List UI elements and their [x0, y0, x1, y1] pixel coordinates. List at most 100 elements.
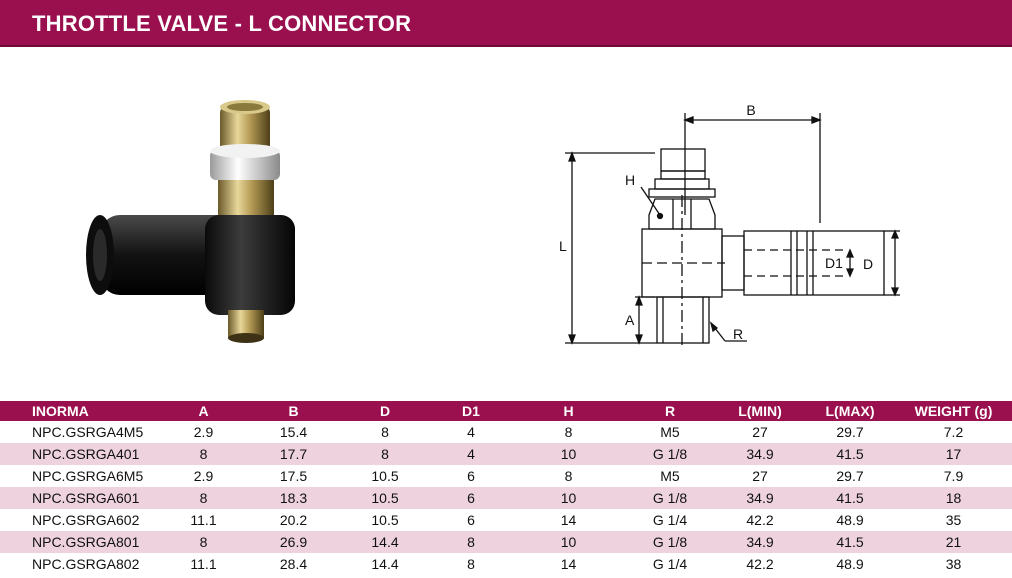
table-cell: 41.5: [805, 443, 895, 465]
col-header-d: D: [340, 401, 430, 421]
label-d: D: [863, 256, 873, 272]
table-cell: G 1/4: [625, 553, 715, 575]
table-cell: 10: [512, 531, 625, 553]
table-cell: 17.7: [247, 443, 340, 465]
label-b: B: [746, 102, 755, 118]
table-cell: 11.1: [160, 509, 247, 531]
table-cell: 8: [160, 487, 247, 509]
spec-table: INORMA A B D D1 H R L(MIN) L(MAX) WEIGHT…: [0, 401, 1012, 575]
table-cell: NPC.GSRGA4M5: [0, 421, 160, 443]
table-cell: 35: [895, 509, 1012, 531]
table-cell: 27: [715, 421, 805, 443]
table-cell: G 1/8: [625, 443, 715, 465]
col-header-h: H: [512, 401, 625, 421]
col-header-inorma: INORMA: [0, 401, 160, 421]
table-cell: 48.9: [805, 553, 895, 575]
table-cell: 34.9: [715, 531, 805, 553]
table-cell: 10.5: [340, 487, 430, 509]
page-title: THROTTLE VALVE - L CONNECTOR: [32, 11, 412, 36]
table-cell: 29.7: [805, 465, 895, 487]
table-cell: 48.9: [805, 509, 895, 531]
table-cell: NPC.GSRGA6M5: [0, 465, 160, 487]
table-cell: 20.2: [247, 509, 340, 531]
label-a: A: [625, 312, 635, 328]
table-cell: 8: [160, 443, 247, 465]
label-h: H: [625, 172, 635, 188]
table-cell: 10: [512, 487, 625, 509]
col-header-a: A: [160, 401, 247, 421]
table-cell: 14.4: [340, 531, 430, 553]
table-cell: 34.9: [715, 443, 805, 465]
table-cell: G 1/4: [625, 509, 715, 531]
table-cell: 4: [430, 443, 512, 465]
table-cell: 10.5: [340, 465, 430, 487]
table-cell: 8: [160, 531, 247, 553]
table-cell: 15.4: [247, 421, 340, 443]
table-cell: 29.7: [805, 421, 895, 443]
col-header-lmin: L(MIN): [715, 401, 805, 421]
table-cell: NPC.GSRGA801: [0, 531, 160, 553]
table-cell: 41.5: [805, 487, 895, 509]
table-cell: G 1/8: [625, 531, 715, 553]
table-cell: NPC.GSRGA602: [0, 509, 160, 531]
title-bar: THROTTLE VALVE - L CONNECTOR: [0, 0, 1012, 47]
table-cell: 27: [715, 465, 805, 487]
table-cell: 4: [430, 421, 512, 443]
table-cell: 2.9: [160, 421, 247, 443]
table-cell: 28.4: [247, 553, 340, 575]
table-cell: 8: [512, 421, 625, 443]
col-header-d1: D1: [430, 401, 512, 421]
table-cell: 26.9: [247, 531, 340, 553]
col-header-r: R: [625, 401, 715, 421]
table-cell: 17.5: [247, 465, 340, 487]
table-cell: 41.5: [805, 531, 895, 553]
table-cell: 18: [895, 487, 1012, 509]
table-cell: NPC.GSRGA401: [0, 443, 160, 465]
table-cell: 8: [512, 465, 625, 487]
table-cell: 34.9: [715, 487, 805, 509]
table-cell: 7.2: [895, 421, 1012, 443]
table-cell: 8: [430, 531, 512, 553]
table-cell: 10: [512, 443, 625, 465]
table-cell: 21: [895, 531, 1012, 553]
table-cell: 6: [430, 487, 512, 509]
table-cell: 7.9: [895, 465, 1012, 487]
table-cell: 14: [512, 509, 625, 531]
table-cell: 10.5: [340, 509, 430, 531]
table-header-row: INORMA A B D D1 H R L(MIN) L(MAX) WEIGHT…: [0, 401, 1012, 421]
col-header-weight: WEIGHT (g): [895, 401, 1012, 421]
table-cell: NPC.GSRGA802: [0, 553, 160, 575]
table-cell: 8: [340, 443, 430, 465]
table-cell: 38: [895, 553, 1012, 575]
table-cell: 14: [512, 553, 625, 575]
label-d1: D1: [825, 255, 843, 271]
table-cell: 42.2: [715, 509, 805, 531]
table-cell: 17: [895, 443, 1012, 465]
table-cell: 6: [430, 509, 512, 531]
table-cell: G 1/8: [625, 487, 715, 509]
table-cell: 11.1: [160, 553, 247, 575]
table-cell: M5: [625, 421, 715, 443]
label-l: L: [559, 238, 567, 254]
table-cell: 8: [340, 421, 430, 443]
col-header-lmax: L(MAX): [805, 401, 895, 421]
table-cell: M5: [625, 465, 715, 487]
table-cell: 14.4: [340, 553, 430, 575]
dimension-drawing: B H D1 D L A R: [559, 102, 900, 345]
table-cell: 42.2: [715, 553, 805, 575]
table-cell: 6: [430, 465, 512, 487]
label-r: R: [733, 326, 743, 342]
table-cell: 2.9: [160, 465, 247, 487]
col-header-b: B: [247, 401, 340, 421]
table-cell: 8: [430, 553, 512, 575]
table-cell: NPC.GSRGA601: [0, 487, 160, 509]
product-photo: [86, 100, 295, 343]
table-cell: 18.3: [247, 487, 340, 509]
